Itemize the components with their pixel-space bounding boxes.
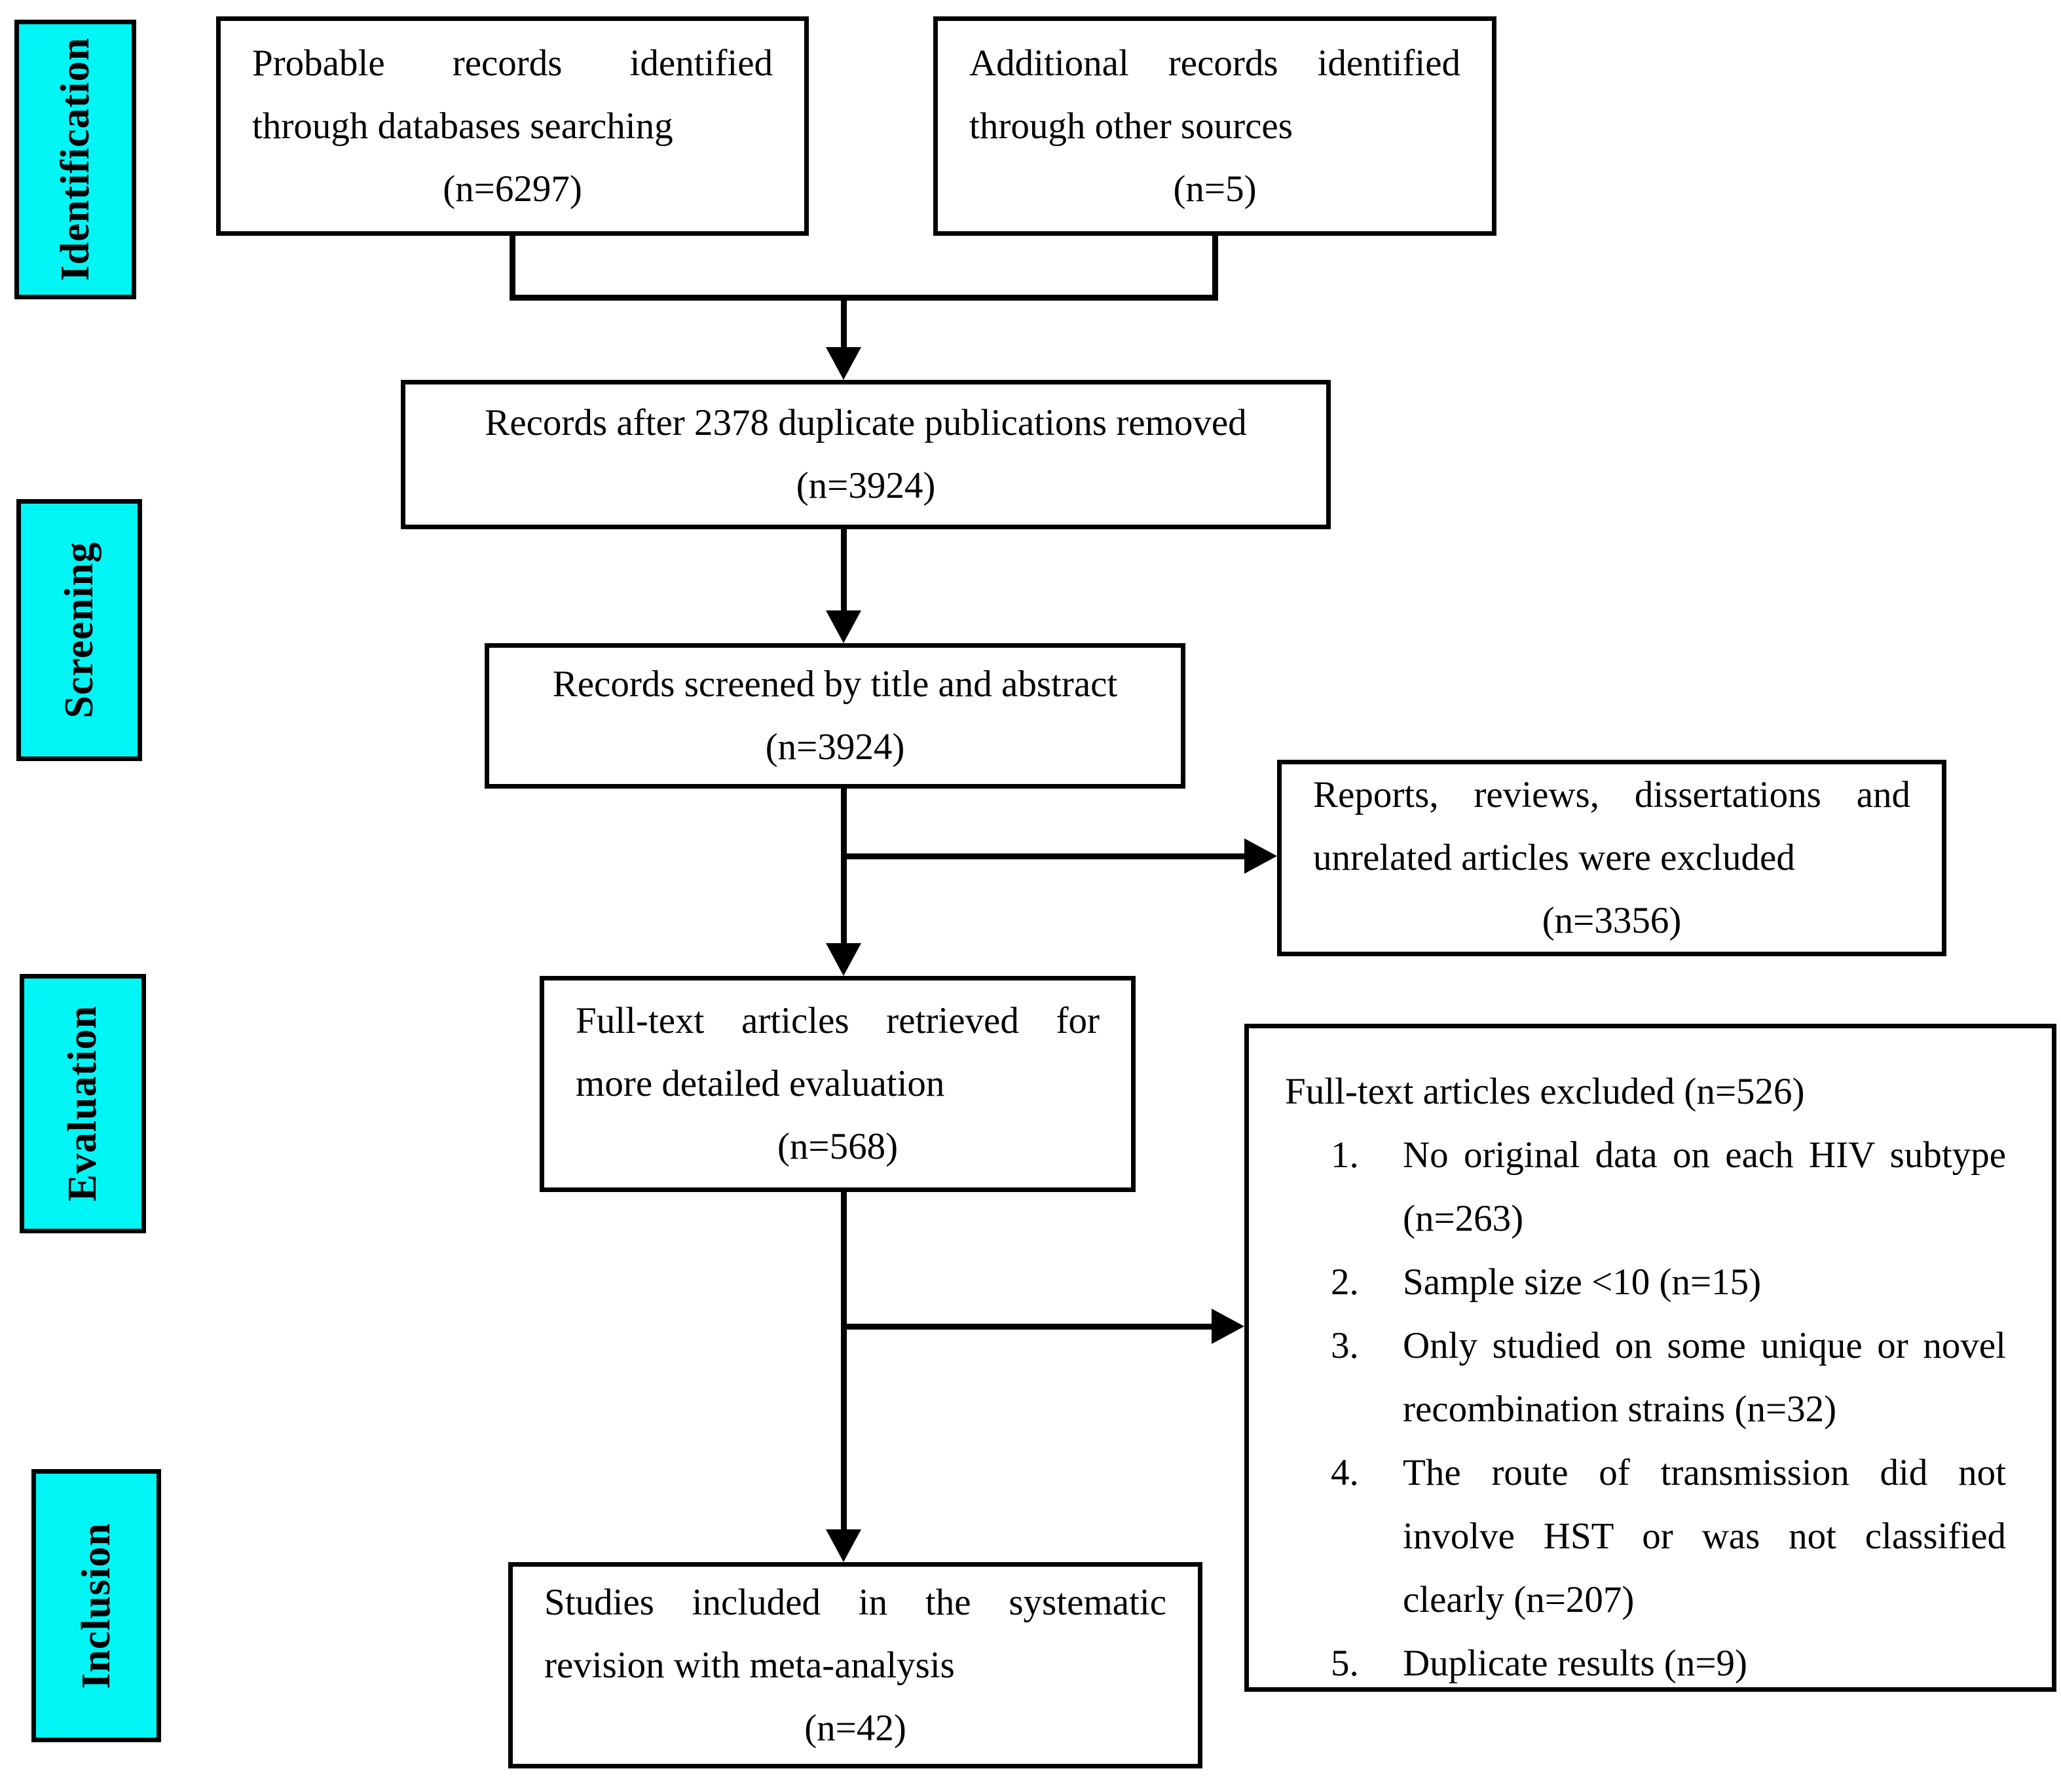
box-count: (n=3924) — [796, 465, 936, 506]
box-text-line: Additional records identified — [969, 42, 1460, 84]
box-text-line: through other sources — [969, 105, 1293, 147]
flow-box-database-records: Probable records identified through data… — [216, 16, 809, 236]
stage-screening: Screening — [16, 499, 142, 761]
flow-box-records-screened: Records screened by title and abstract (… — [485, 643, 1185, 789]
box-text-line: Studies included in the systematic — [544, 1581, 1166, 1623]
stage-inclusion: Inclusion — [31, 1469, 161, 1742]
flow-box-other-sources: Additional records identified through ot… — [933, 16, 1496, 236]
arrow-to-screened-line — [841, 528, 847, 613]
reason-text: The route of transmission did not involv… — [1403, 1452, 2006, 1620]
flow-box-studies-included: Studies included in the systematic revis… — [508, 1562, 1202, 1768]
box-text-line: Records screened by title and abstract — [552, 663, 1118, 705]
box-text-line: Full-text articles retrieved for — [576, 1000, 1100, 1041]
exclusion-reason-item: 2. Sample size <10 (n=15) — [1331, 1250, 2006, 1314]
box-count: (n=6297) — [443, 168, 582, 210]
box-count: (n=3924) — [765, 726, 905, 768]
box-text-line: Records after 2378 duplicate publication… — [485, 402, 1247, 443]
box-count: (n=3356) — [1542, 900, 1682, 941]
exclusion-reason-list: 1. No original data on each HIV subtype … — [1285, 1123, 2006, 1695]
box-text-line: more detailed evaluation — [576, 1063, 945, 1104]
box-count: (n=42) — [804, 1707, 906, 1749]
branch-to-screen-exclusions-line — [844, 853, 1247, 859]
flow-box-fulltext-excluded: Full-text articles excluded (n=526) 1. N… — [1244, 1024, 2056, 1692]
reason-number: 3. — [1331, 1325, 1359, 1366]
exclusion-list-title: Full-text articles excluded (n=526) — [1285, 1071, 1805, 1112]
exclusion-reason-item: 4. The route of transmission did not inv… — [1331, 1441, 2006, 1632]
branch-to-fulltext-exclusions-line — [844, 1324, 1213, 1330]
arrow-to-fulltext-head-icon — [826, 943, 861, 976]
connector-left-stub — [510, 234, 515, 300]
stage-screening-label: Screening — [56, 542, 102, 719]
reason-text: Only studied on some unique or novel rec… — [1403, 1325, 2006, 1430]
reason-text: Sample size <10 (n=15) — [1403, 1261, 1762, 1303]
box-text-line: Probable records identified — [252, 42, 773, 84]
reason-number: 1. — [1331, 1134, 1359, 1176]
stage-evaluation: Evaluation — [20, 974, 146, 1233]
box-text-line: revision with meta-analysis — [544, 1644, 955, 1686]
connector-merge-line — [510, 295, 1218, 301]
stage-identification: Identification — [14, 20, 136, 299]
flow-box-after-duplicates-removed: Records after 2378 duplicate publication… — [401, 380, 1331, 529]
branch-to-fulltext-exclusions-head-icon — [1212, 1309, 1244, 1344]
reason-text: Duplicate results (n=9) — [1403, 1643, 1747, 1684]
arrow-to-included-head-icon — [826, 1529, 861, 1562]
box-text-line: unrelated articles were excluded — [1313, 837, 1795, 878]
reason-number: 2. — [1331, 1261, 1359, 1303]
arrow-to-dedup-line — [841, 295, 847, 350]
exclusion-reason-item: 3. Only studied on some unique or novel … — [1331, 1314, 2006, 1441]
arrow-to-included-line — [841, 1191, 847, 1531]
branch-to-screen-exclusions-head-icon — [1244, 838, 1277, 874]
reason-text: No original data on each HIV subtype (n=… — [1403, 1134, 2006, 1239]
exclusion-reason-item: 5. Duplicate results (n=9) — [1331, 1632, 2006, 1695]
stage-inclusion-label: Inclusion — [73, 1522, 119, 1689]
box-text-line: Reports, reviews, dissertations and — [1313, 774, 1910, 815]
reason-number: 5. — [1331, 1643, 1359, 1684]
box-text-line: through databases searching — [252, 105, 673, 147]
connector-right-stub — [1212, 234, 1218, 300]
arrow-to-fulltext-line — [841, 787, 847, 946]
flow-box-fulltext-retrieved: Full-text articles retrieved for more de… — [540, 976, 1136, 1192]
stage-identification-label: Identification — [52, 37, 98, 282]
box-count: (n=568) — [777, 1126, 899, 1167]
box-count: (n=5) — [1173, 168, 1257, 210]
flow-box-screen-excluded: Reports, reviews, dissertations and unre… — [1277, 760, 1946, 956]
arrow-to-screened-head-icon — [826, 610, 861, 643]
stage-evaluation-label: Evaluation — [60, 1005, 105, 1202]
reason-number: 4. — [1331, 1452, 1359, 1493]
exclusion-reason-item: 1. No original data on each HIV subtype … — [1331, 1123, 2006, 1250]
arrow-to-dedup-head-icon — [826, 347, 861, 380]
